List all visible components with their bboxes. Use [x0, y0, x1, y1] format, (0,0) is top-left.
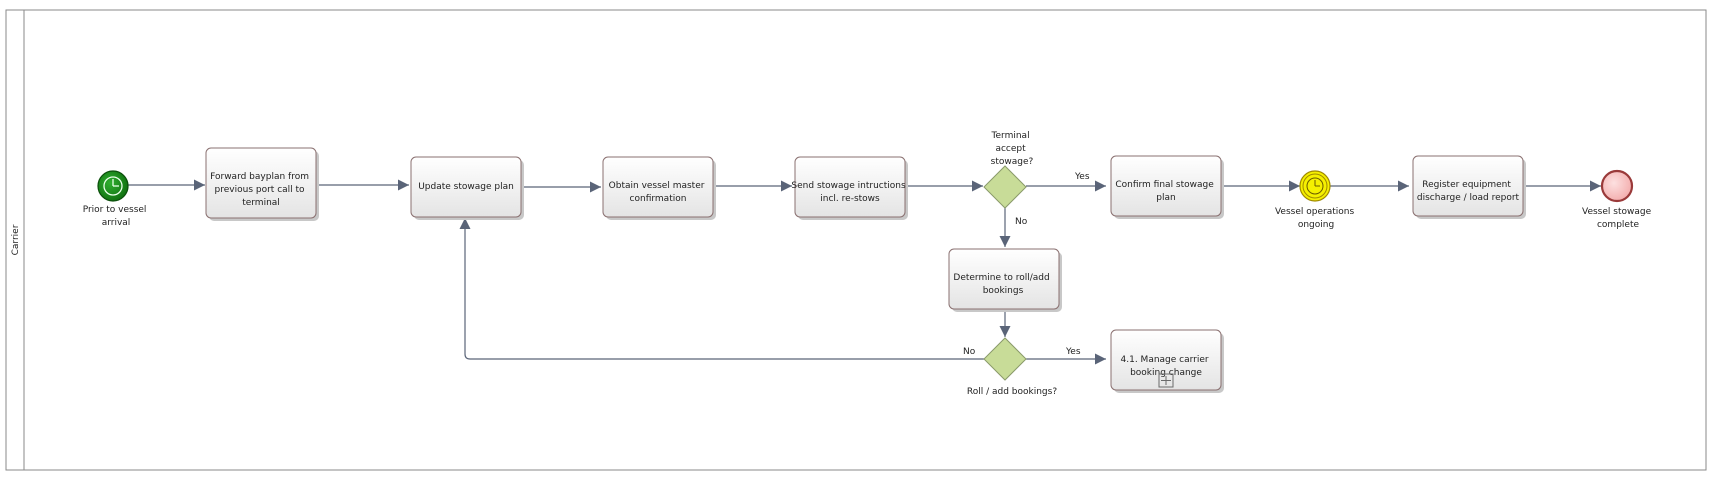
task-box [1412, 155, 1524, 217]
task-obtain-master-confirmation[interactable]: Obtain vessel master confirmation [602, 156, 716, 220]
task-register-equipment[interactable]: Register equipment discharge / load repo… [1412, 155, 1526, 219]
end-event-label: Vessel stowage complete [1582, 207, 1654, 230]
lane-label: Carrier [11, 224, 21, 255]
sequence-flows [127, 179, 1601, 365]
task-box [602, 156, 714, 218]
flow-label-accept-yes: Yes [1074, 172, 1090, 182]
task-box [205, 147, 317, 219]
timer-icon [103, 176, 123, 196]
task-label: 4.1. Manage carrier booking change [1121, 355, 1212, 378]
intermediate-event[interactable]: Vessel operations ongoing [1275, 170, 1357, 230]
flow-label-roll-yes: Yes [1065, 347, 1081, 357]
task-label: Obtain vessel master confirmation [609, 181, 708, 204]
gateway-terminal-accept[interactable]: Terminal accept stowage? [983, 131, 1034, 209]
gateway-roll-add[interactable]: Roll / add bookings? [967, 337, 1057, 397]
task-update-stowage-plan[interactable]: Update stowage plan [410, 156, 524, 220]
gateway-diamond [983, 165, 1027, 209]
pool: Carrier [5, 9, 1707, 471]
task-confirm-final-stowage[interactable]: Confirm final stowage plan [1110, 155, 1224, 219]
intermediate-event-label: Vessel operations ongoing [1275, 207, 1357, 230]
plus-icon[interactable] [1158, 373, 1174, 388]
end-event[interactable]: Vessel stowage complete [1582, 169, 1654, 230]
task-label: Register equipment discharge / load repo… [1417, 180, 1520, 203]
start-event-label: Prior to vessel arrival [83, 205, 150, 228]
task-label: Send stowage intructions incl. re-stows [791, 181, 908, 204]
task-label: Forward bayplan from previous port call … [210, 172, 312, 208]
task-label: Confirm final stowage plan [1115, 180, 1216, 203]
gateway-label: Terminal accept stowage? [991, 131, 1034, 167]
task-send-stowage-instructions[interactable]: Send stowage intructions incl. re-stows [791, 156, 908, 220]
gateway-label: Roll / add bookings? [967, 387, 1057, 397]
task-label: Update stowage plan [418, 182, 514, 192]
flow-label-roll-no: No [963, 347, 976, 357]
gateway-diamond [983, 337, 1027, 381]
task-box [948, 248, 1060, 310]
timer-icon [1306, 177, 1324, 195]
task-box [1110, 329, 1222, 391]
task-box [1110, 155, 1222, 217]
task-determine-roll-add[interactable]: Determine to roll/add bookings [948, 248, 1062, 312]
end-event-circle [1600, 169, 1634, 203]
task-box [794, 156, 906, 218]
task-forward-bayplan[interactable]: Forward bayplan from previous port call … [205, 147, 319, 221]
flow-gateway2-no[interactable] [459, 218, 984, 360]
start-event[interactable]: Prior to vessel arrival [83, 170, 150, 228]
task-box [410, 156, 522, 218]
task-label: Determine to roll/add bookings [953, 273, 1052, 296]
subprocess-manage-booking-change[interactable]: 4.1. Manage carrier booking change [1110, 329, 1224, 393]
intermediate-event-inner [1302, 173, 1328, 199]
pool-border [5, 9, 1707, 471]
flow-label-accept-no: No [1015, 217, 1028, 227]
